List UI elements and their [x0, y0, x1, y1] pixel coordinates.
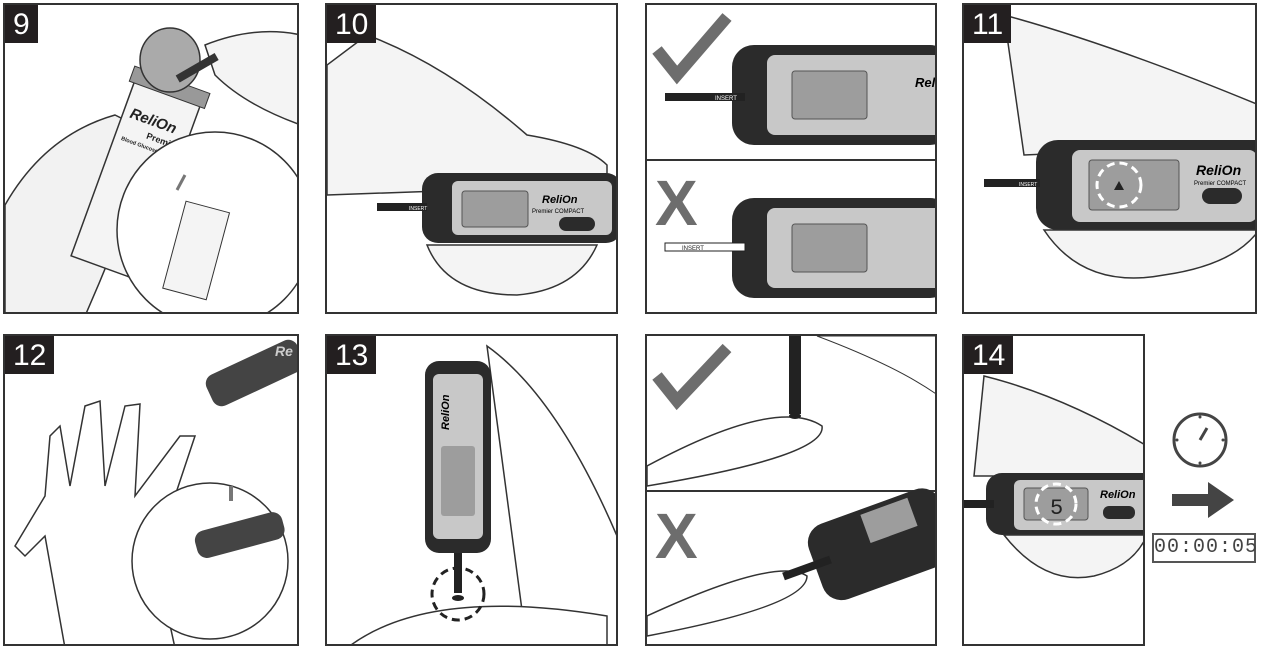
check-icon: [652, 343, 732, 411]
step-number: 12: [5, 336, 55, 374]
meter-ready-illustration: ReliOn Premier COMPACT INSERT: [984, 13, 1255, 279]
product-label: Premier COMPACT: [532, 209, 585, 215]
step-number: 10: [327, 5, 377, 43]
timer-display: 00:00:05: [1152, 533, 1257, 563]
brand-label: ReliOn: [440, 394, 452, 430]
meter-insert-illustration: ReliOn Premier COMPACT INSERT: [327, 34, 616, 296]
x-mark: X: [655, 500, 698, 572]
countdown-illustration: 5 ReliOn: [964, 375, 1143, 579]
blood-application-panel: X: [645, 334, 937, 646]
strip-orientation-panel: ReliOn INSERT X INSERT: [645, 3, 937, 314]
brand-label: ReliOn: [542, 194, 578, 206]
step-number: 13: [327, 336, 377, 374]
brand-label: ReliOn: [915, 75, 937, 90]
step-number: 14: [964, 336, 1014, 374]
step-number: 11: [964, 5, 1012, 43]
step-11-panel: 11 ReliOn Premier COMPACT INSERT: [962, 3, 1257, 314]
step-13-panel: 13 ReliOn: [325, 334, 618, 646]
x-mark: X: [655, 167, 698, 239]
strip-label: INSERT: [1019, 182, 1037, 188]
strip-label: INSERT: [682, 246, 704, 252]
strip-label: INSERT: [409, 206, 427, 212]
vial-illustration: ReliOn Premier Blood Glucose Test Strips: [5, 27, 297, 312]
arrow-right-icon: [1172, 482, 1234, 518]
strip-label: INSERT: [715, 96, 737, 102]
step-10-panel: 10 ReliOn Premier COMPACT INSERT: [325, 3, 618, 314]
step-12-panel: 12 Re: [3, 334, 299, 646]
product-label: Premier COMPACT: [1194, 181, 1247, 187]
check-icon: [652, 13, 732, 85]
lancing-illustration: Re: [14, 339, 297, 644]
step-number: 9: [5, 5, 38, 43]
brand-label: Re: [275, 343, 293, 359]
clock-icon: [1172, 412, 1228, 468]
brand-label: ReliOn: [1100, 489, 1136, 501]
strip-orientation-illustration: ReliOn INSERT X INSERT: [647, 13, 937, 298]
blood-application-illustration: X: [647, 336, 935, 637]
meter-display-value: 5: [1050, 496, 1063, 521]
brand-label: ReliOn: [1196, 162, 1241, 178]
apply-blood-illustration: ReliOn: [351, 344, 616, 644]
step-14-panel: 14 5 ReliOn: [962, 334, 1145, 646]
step-9-panel: 9 ReliOn Premier Blood Glucose Test Stri…: [3, 3, 299, 314]
